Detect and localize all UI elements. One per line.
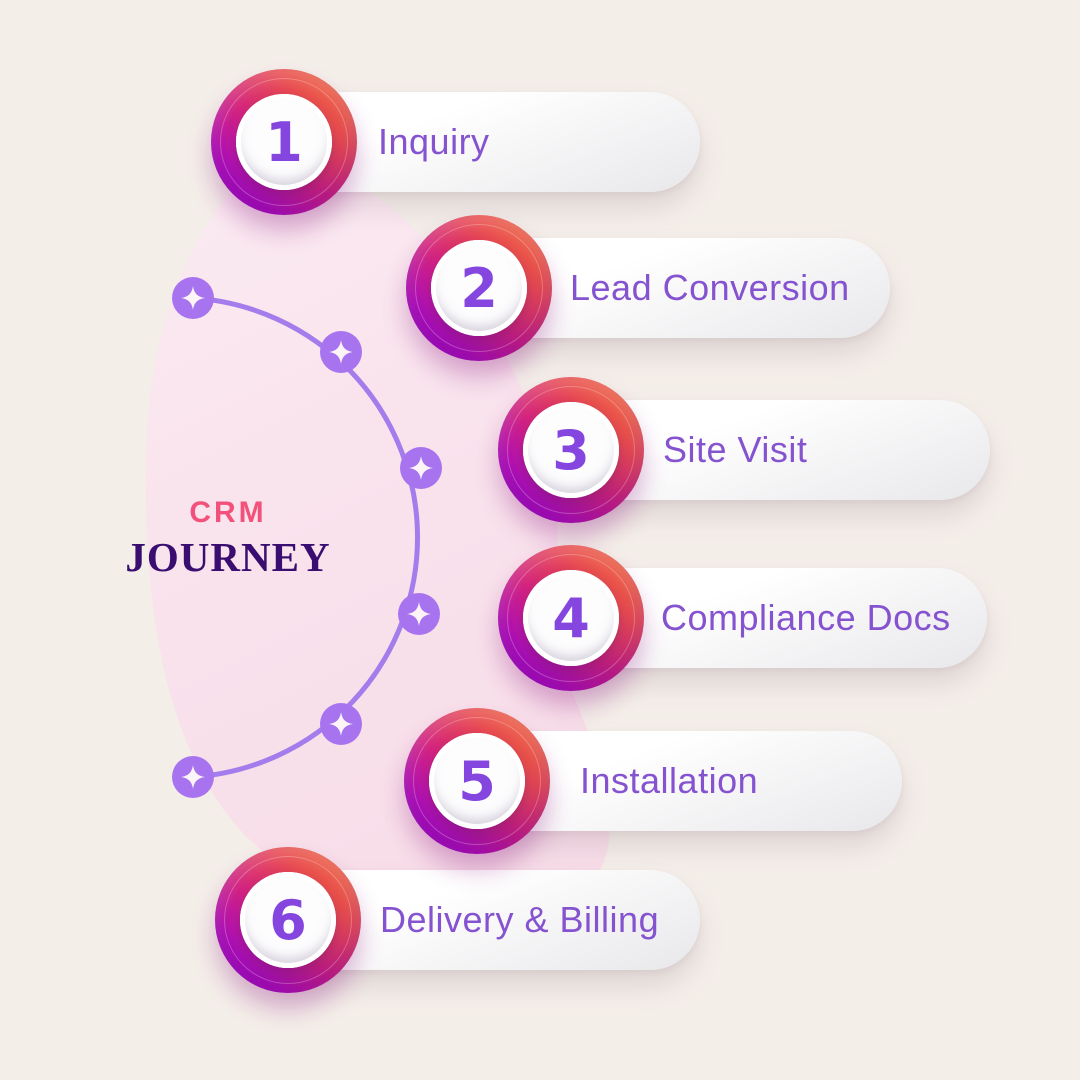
step-badge-inner: 4: [523, 570, 619, 666]
step-number: 6: [269, 888, 307, 952]
sparkle-node-icon: [320, 703, 362, 745]
journey-arc-line: [190, 295, 420, 780]
step-badge: 6: [215, 847, 361, 993]
step-label: Delivery & Billing: [380, 899, 660, 940]
sparkle-node-icon: [172, 756, 214, 798]
step-number: 2: [460, 256, 498, 320]
step-label: Lead Conversion: [570, 267, 850, 308]
step-badge: 4: [498, 545, 644, 691]
step-badge: 3: [498, 377, 644, 523]
sparkle-node-icon: [172, 277, 214, 319]
step-label: Inquiry: [378, 121, 490, 162]
step-badge: 2: [406, 215, 552, 361]
step-badge-inner: 3: [523, 402, 619, 498]
step-badge: 1: [211, 69, 357, 215]
step-badge-inner: 6: [240, 872, 336, 968]
sparkle-node-icon: [398, 593, 440, 635]
step-label: Compliance Docs: [661, 597, 951, 638]
title-line-journey: JOURNEY: [125, 534, 331, 580]
step-badge-inner: 5: [429, 733, 525, 829]
step-label: Installation: [580, 760, 759, 801]
step-label: Site Visit: [663, 429, 808, 470]
sparkle-node-icon: [320, 331, 362, 373]
sparkle-node-icon: [400, 447, 442, 489]
step-number: 3: [552, 418, 590, 482]
step-badge-inner: 2: [431, 240, 527, 336]
title-line-crm: CRM: [189, 496, 267, 529]
step-number: 5: [458, 749, 496, 813]
page-title: CRM JOURNEY: [100, 496, 356, 580]
step-number: 1: [265, 110, 303, 174]
step-badge-inner: 1: [236, 94, 332, 190]
step-number: 4: [552, 586, 590, 650]
step-badge: 5: [404, 708, 550, 854]
